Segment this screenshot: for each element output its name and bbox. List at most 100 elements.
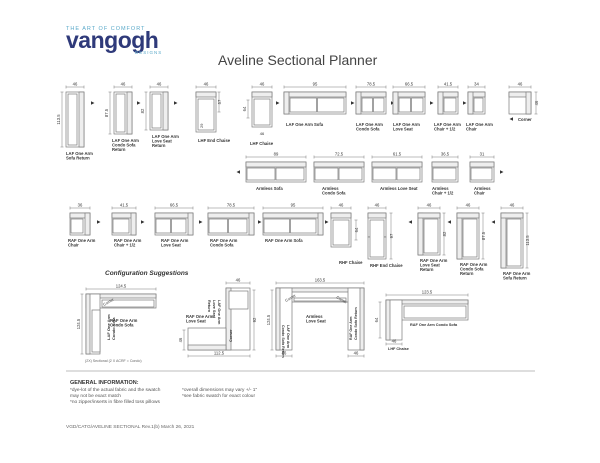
- piece-label: Chair: [466, 127, 477, 132]
- dimension-label: 46: [157, 82, 162, 87]
- dimension-label: 57: [217, 99, 222, 104]
- arm-piece: [392, 91, 399, 115]
- arrow-icon: [174, 101, 178, 105]
- arrow-icon: [463, 101, 467, 105]
- dimension-label: 82: [442, 231, 447, 236]
- seat-cushion: [91, 309, 101, 353]
- arm-piece: [355, 91, 362, 115]
- logo-subline: DESIGNS: [135, 50, 163, 55]
- seat-cushion: [115, 93, 126, 133]
- dimension-label: 124.5: [76, 318, 81, 329]
- arrow-icon: [408, 220, 412, 224]
- dimension-label: 46: [282, 351, 287, 356]
- dimension-label: 92: [252, 317, 257, 322]
- config-label: Condo Sofa Return: [354, 307, 358, 340]
- arm-piece: [187, 212, 194, 236]
- dimension-label: 36: [78, 203, 83, 208]
- config-label: Condo Sofa Return: [281, 325, 285, 358]
- seat-cushion: [411, 97, 424, 113]
- config-label: Corner: [285, 293, 298, 303]
- back-piece: [225, 287, 232, 351]
- dimension-label: 46: [375, 203, 380, 208]
- config-label: Return: [207, 300, 211, 313]
- seat-cushion: [423, 218, 439, 254]
- piece-label: Return: [152, 143, 166, 148]
- config-label: LAF One Arm: [286, 325, 290, 348]
- dimension-label: 87.5: [104, 108, 109, 117]
- config-heading: Configuration Suggestions: [105, 270, 189, 277]
- piece-label: Return: [460, 271, 474, 276]
- seat-cushion: [293, 297, 347, 302]
- piece-label: RAF One Arm: [114, 238, 142, 243]
- info-line: *dye-lot of the actual fabric and the sw…: [70, 388, 161, 393]
- piece-label: RAF One Arm: [210, 238, 238, 243]
- dimension-label: 78.5: [367, 82, 376, 87]
- arrow-icon: [509, 117, 513, 121]
- piece-label: Chair: [68, 243, 79, 248]
- dimension-label: 124.5: [266, 314, 271, 325]
- seat-cushion: [338, 167, 363, 181]
- dimension-label: 29: [199, 123, 204, 128]
- seat-cushion: [332, 219, 350, 246]
- piece-label: Love Seat: [393, 127, 413, 132]
- piece-label: Chair + 1/2: [434, 127, 456, 132]
- dimension-label: 46: [466, 203, 471, 208]
- arrow-icon: [430, 101, 434, 105]
- arrow-icon: [258, 220, 262, 224]
- dimension-label: 95: [291, 203, 296, 208]
- config-label: Love Seat: [212, 300, 216, 319]
- dimension-label: 97: [389, 233, 394, 238]
- config-label: RAF One Arm Condo Sofa: [410, 323, 458, 327]
- piece-label: Love Seat: [306, 319, 326, 324]
- seat-cushion: [228, 290, 249, 310]
- seat-cushion: [70, 218, 84, 234]
- arrow-icon: [97, 220, 101, 224]
- info-heading: GENERAL INFORMATION:: [70, 380, 139, 386]
- arrow-icon: [199, 220, 203, 224]
- piece-label: Condo Sofa: [210, 243, 234, 248]
- config-label: Condo Sofa: [111, 317, 116, 340]
- back-piece: [313, 161, 365, 168]
- seat-cushion: [398, 97, 411, 113]
- piece-label: RAF One Arm: [68, 238, 96, 243]
- piece-label: Love Seat: [420, 263, 440, 268]
- dimension-label: 46: [73, 82, 78, 87]
- piece-label: Chair + 1/2: [432, 191, 454, 196]
- back-piece: [262, 212, 324, 219]
- logo: vangogh: [66, 29, 159, 52]
- piece-label: Love Seat: [186, 319, 206, 324]
- dimension-label: 123.5: [422, 290, 433, 295]
- arm-piece: [248, 212, 255, 236]
- back-piece: [431, 161, 459, 168]
- piece-label: Sofa Return: [66, 156, 90, 161]
- piece-label: Sofa Return: [503, 276, 527, 281]
- arm-piece: [130, 212, 137, 236]
- dimension-label: 66.5: [405, 82, 414, 87]
- seat-cushion: [275, 167, 305, 181]
- piece-label: LAF One Arm: [434, 122, 461, 127]
- piece-label: RAF One Arm: [503, 271, 531, 276]
- config-label: LAF One Arm: [106, 314, 111, 340]
- arm-piece: [467, 91, 474, 115]
- config-label: LAF One Arm: [217, 300, 221, 325]
- dimension-label: 31: [480, 152, 485, 157]
- piece-label: Condo Sofa: [322, 191, 346, 196]
- seat-cushion: [101, 299, 155, 308]
- back-piece: [207, 212, 255, 219]
- dimension-label: 124.5: [116, 284, 127, 289]
- dimension-label: 46: [204, 82, 209, 87]
- arm-piece: [195, 91, 217, 98]
- piece-label: Love Seat: [161, 243, 181, 248]
- dimension-label: 46: [178, 337, 183, 342]
- seat-cushion: [462, 218, 478, 258]
- arrow-icon: [351, 101, 355, 105]
- dimension-label: 64: [242, 106, 247, 111]
- arm-piece: [456, 212, 463, 260]
- arrow-icon: [236, 170, 240, 174]
- arm-piece: [317, 212, 324, 236]
- piece-label: LAF One Arm: [466, 122, 493, 127]
- arm-piece: [78, 91, 85, 148]
- info-line: may not be exact match: [70, 394, 121, 399]
- piece-label: Armless: [306, 314, 323, 319]
- back-piece: [275, 287, 281, 351]
